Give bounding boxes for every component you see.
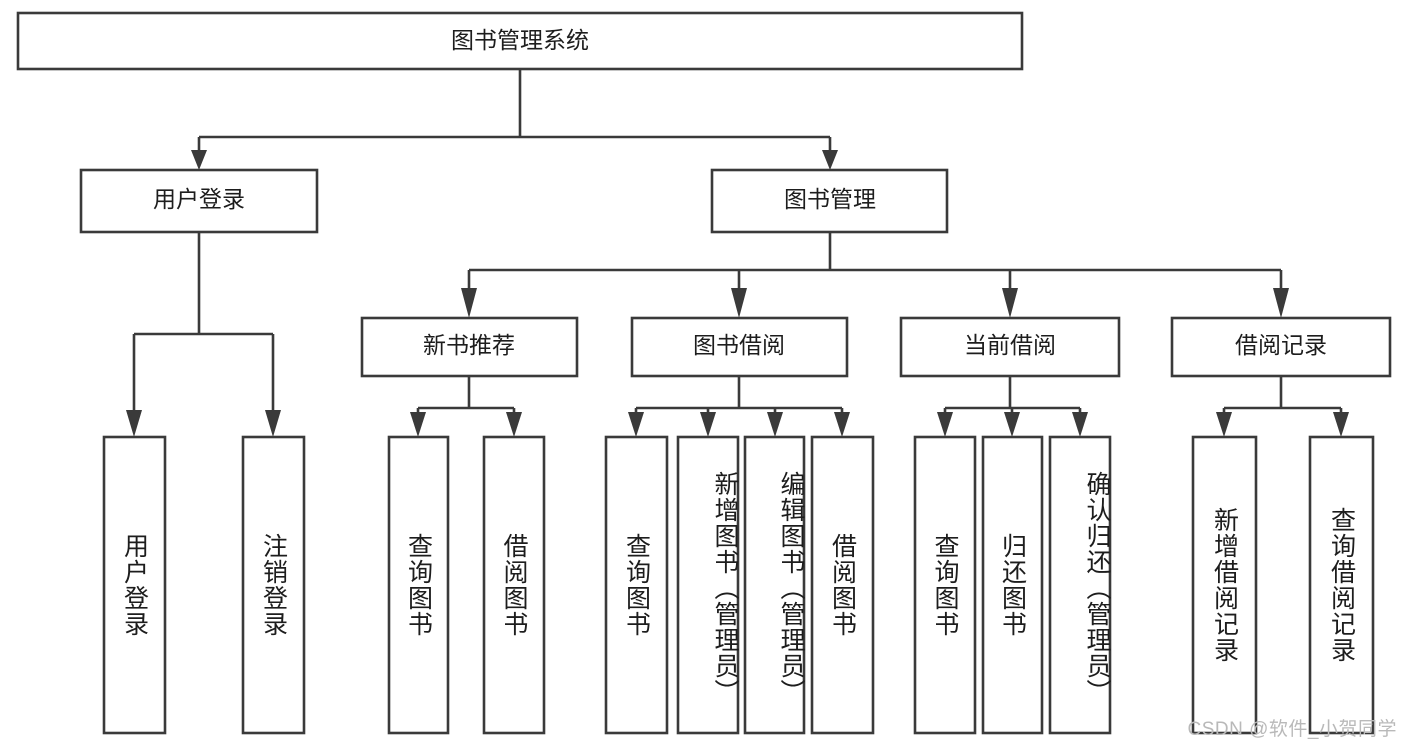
node-borrow-record[interactable]: 借阅记录 bbox=[1170, 316, 1392, 378]
arrow-to-book-manage bbox=[822, 150, 838, 170]
leaf-box-user-login[interactable] bbox=[102, 435, 167, 735]
arrow-record-leaf2 bbox=[1333, 412, 1349, 437]
arrow-newbook-leaf2 bbox=[506, 412, 522, 437]
node-book-manage-label: 图书管理 bbox=[784, 186, 876, 212]
node-book-manage-box[interactable] bbox=[710, 168, 949, 234]
node-new-book-recommend[interactable]: 新书推荐 bbox=[360, 316, 579, 378]
node-book-borrow-box[interactable] bbox=[630, 316, 849, 378]
leaf-box-query-book-borrow[interactable] bbox=[604, 435, 669, 735]
arrow-to-current bbox=[1002, 288, 1018, 318]
node-root[interactable]: 图书管理系统 bbox=[16, 11, 1024, 71]
arrow-borrow-leaf2 bbox=[700, 412, 716, 437]
arrow-record-leaf1 bbox=[1216, 412, 1232, 437]
node-borrow-record-box[interactable] bbox=[1170, 316, 1392, 378]
arrow-to-user-login bbox=[191, 150, 207, 170]
arrow-userlogin-leaf2 bbox=[265, 410, 281, 437]
watermark: CSDN @软件_小贺同学 bbox=[1187, 719, 1397, 740]
node-root-label: 图书管理系统 bbox=[451, 27, 589, 53]
leaf-box-borrow-book[interactable] bbox=[810, 435, 875, 735]
leaf-box-query-borrow-record[interactable] bbox=[1308, 435, 1375, 735]
leaf-box-return-book[interactable] bbox=[981, 435, 1044, 735]
node-current-borrow-label: 当前借阅 bbox=[964, 332, 1056, 358]
leaf-box-add-book-admin[interactable] bbox=[676, 435, 740, 735]
node-user-login-label: 用户登录 bbox=[153, 186, 245, 212]
node-new-book-recommend-label: 新书推荐 bbox=[423, 332, 515, 358]
arrow-borrow-leaf4 bbox=[834, 412, 850, 437]
connector-group bbox=[126, 69, 1349, 437]
arrow-to-borrow bbox=[731, 288, 747, 318]
arrow-to-newbook bbox=[461, 288, 477, 318]
leaf-box-logout[interactable] bbox=[241, 435, 306, 735]
node-new-book-recommend-box[interactable] bbox=[360, 316, 579, 378]
leaf-box-confirm-return-admin[interactable] bbox=[1048, 435, 1112, 735]
node-book-manage[interactable]: 图书管理 bbox=[710, 168, 949, 234]
node-user-login[interactable]: 用户登录 bbox=[79, 168, 319, 234]
leaf-box-edit-book-admin[interactable] bbox=[743, 435, 806, 735]
node-book-borrow-label: 图书借阅 bbox=[693, 332, 785, 358]
node-book-borrow[interactable]: 图书借阅 bbox=[630, 316, 849, 378]
arrow-current-leaf3 bbox=[1072, 412, 1088, 437]
arrow-newbook-leaf1 bbox=[410, 412, 426, 437]
arrow-current-leaf2 bbox=[1004, 412, 1020, 437]
leaf-box-group bbox=[102, 435, 1375, 735]
leaf-box-query-book-recommend[interactable] bbox=[387, 435, 450, 735]
arrow-borrow-leaf3 bbox=[767, 412, 783, 437]
arrow-borrow-leaf1 bbox=[628, 412, 644, 437]
node-user-login-box[interactable] bbox=[79, 168, 319, 234]
node-borrow-record-label: 借阅记录 bbox=[1235, 332, 1327, 358]
leaf-box-query-book-current[interactable] bbox=[913, 435, 977, 735]
leaf-box-borrow-book-recommend[interactable] bbox=[482, 435, 546, 735]
arrow-userlogin-leaf1 bbox=[126, 410, 142, 437]
node-root-box[interactable] bbox=[16, 11, 1024, 71]
arrow-current-leaf1 bbox=[937, 412, 953, 437]
node-current-borrow[interactable]: 当前借阅 bbox=[899, 316, 1121, 378]
node-current-borrow-box[interactable] bbox=[899, 316, 1121, 378]
leaf-box-add-borrow-record[interactable] bbox=[1191, 435, 1258, 735]
arrow-to-record bbox=[1273, 288, 1289, 318]
